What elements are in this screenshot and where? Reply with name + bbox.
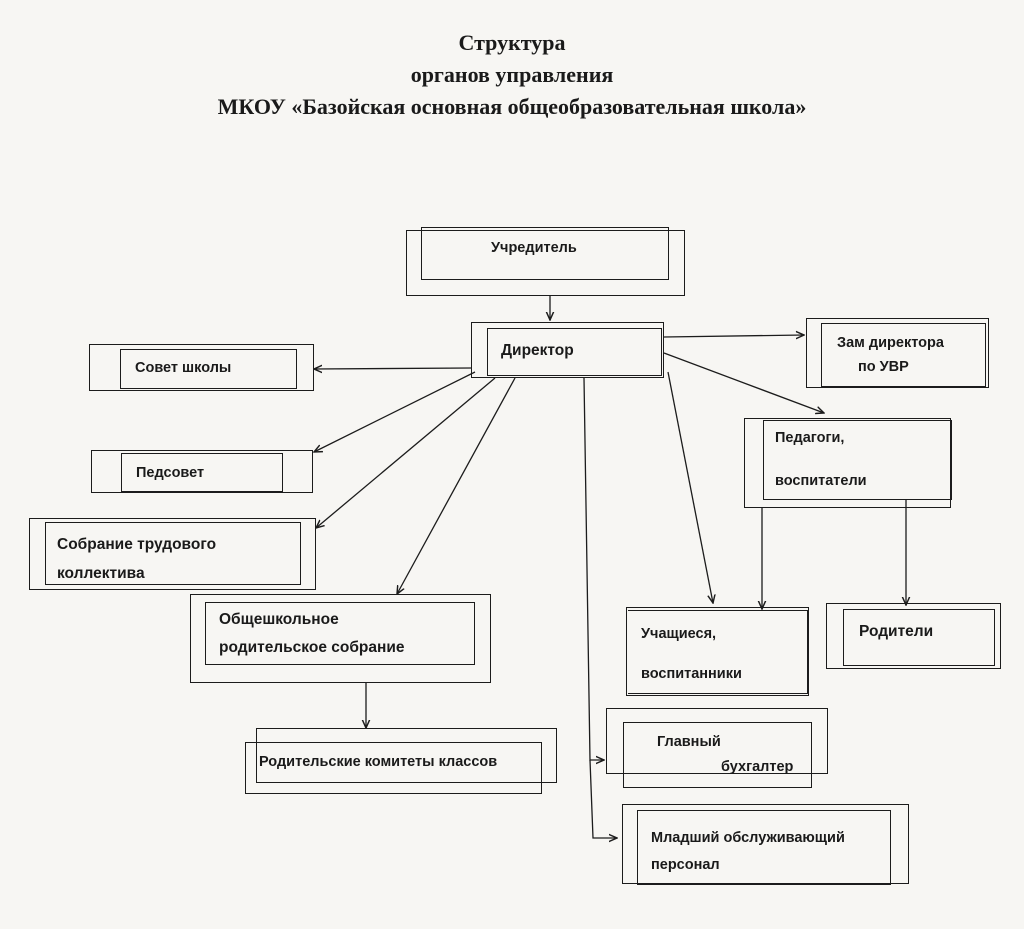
accountant-label-line-2: бухгалтер — [721, 759, 794, 775]
labor-meeting-box-outer — [29, 518, 316, 590]
accountant-box-inner — [623, 722, 812, 788]
students-label-line-1: Учащиеся, — [641, 626, 717, 642]
arrow-director-to-labor-meeting — [316, 377, 496, 528]
teachers-box-outer — [744, 418, 951, 508]
parents-box-inner — [843, 609, 995, 666]
pedsovet-label: Педсовет — [136, 465, 205, 481]
staff-box-outer — [622, 804, 909, 884]
labor-meeting-label-line-2: коллектива — [57, 565, 145, 582]
arrow-director-to-teachers — [663, 352, 824, 413]
school-council-box-outer — [89, 344, 314, 391]
diagram-title-line-1: Структура — [458, 30, 566, 55]
pedsovet-box-outer — [91, 450, 313, 493]
parents-box-outer — [826, 603, 1001, 669]
connector-director-to-accountant — [583, 377, 604, 760]
parent-committees-label: Родительские комитеты классов — [259, 754, 498, 770]
students-box-outer — [626, 607, 809, 696]
parent-meeting-label-line-2: родительское собрание — [219, 639, 405, 656]
deputy-box-inner — [821, 323, 986, 387]
arrow-director-to-deputy — [663, 335, 804, 337]
parent-meeting-box-inner — [205, 602, 475, 665]
parent-committees-box-outer — [256, 728, 557, 783]
diagram-title-line-2: органов управления — [410, 62, 614, 87]
labor-meeting-box-inner — [45, 522, 301, 585]
accountant-label-line-1: Главный — [657, 734, 721, 750]
teachers-box-inner — [763, 420, 952, 500]
parent-committees-box-inner — [245, 742, 542, 794]
director-label: Директор — [501, 342, 574, 359]
staff-label-line-1: Младший обслуживающий — [651, 830, 845, 846]
arrow-director-to-school-council — [314, 368, 472, 369]
deputy-label-line-1: Зам директора — [837, 335, 944, 351]
teachers-label-line-1: Педагоги, — [775, 430, 845, 446]
founder-box-outer — [406, 230, 685, 296]
arrow-director-to-students — [667, 371, 713, 603]
parent-meeting-label-line-1: Общешкольное — [219, 611, 339, 628]
founder-label: Учредитель — [491, 240, 577, 256]
parents-label: Родители — [859, 623, 934, 640]
diagram-title-line-3: МКОУ «Базойская основная общеобразовател… — [217, 94, 807, 119]
deputy-box-outer — [806, 318, 989, 388]
staff-label-line-2: персонал — [651, 857, 720, 873]
pedsovet-box-inner — [121, 453, 283, 492]
parent-meeting-box-outer — [190, 594, 491, 683]
arrow-director-to-pedsovet — [314, 371, 476, 452]
founder-box-inner — [421, 227, 669, 280]
students-box-inner — [628, 610, 808, 694]
staff-box-inner — [637, 810, 891, 885]
school-council-box-inner — [120, 349, 297, 389]
accountant-box-outer — [606, 708, 828, 774]
deputy-label-line-2: по УВР — [858, 359, 909, 375]
school-council-label: Совет школы — [135, 360, 232, 376]
connector-director-down-to-staff — [589, 759, 617, 838]
students-label-line-2: воспитанники — [641, 666, 742, 682]
arrow-director-to-parent-meeting — [397, 377, 516, 594]
director-box-inner — [487, 328, 662, 376]
director-box-outer — [471, 322, 664, 378]
labor-meeting-label-line-1: Собрание трудового — [57, 536, 217, 553]
teachers-label-line-2: воспитатели — [775, 473, 867, 489]
